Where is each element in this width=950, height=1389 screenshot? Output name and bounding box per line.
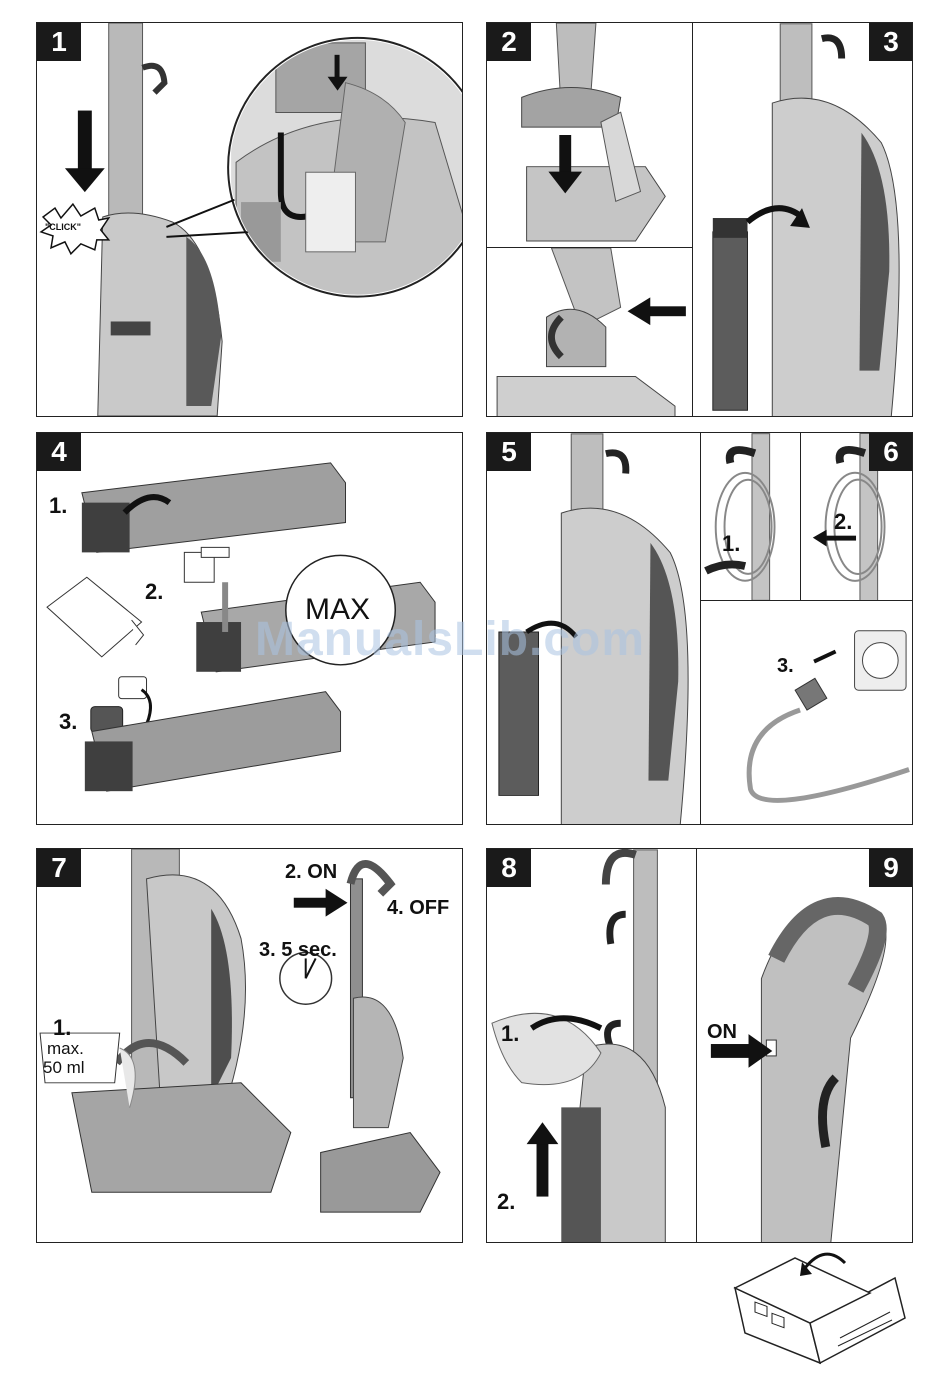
panel-3-illustration (693, 23, 913, 417)
panel-1-illustration (37, 23, 462, 416)
p6-step-3-label: 3. (777, 655, 794, 678)
p8-step-2-label: 2. (497, 1189, 515, 1215)
p7-wait-label: 3. 5 sec. (259, 939, 337, 962)
panel-7: 7 2. ON 4. OFF 3. 5 sec. 1. max. 50 ml (36, 848, 463, 1243)
panel-2-3: 2 3 (486, 22, 913, 417)
panel-6-left-illustration (701, 433, 801, 601)
panel-9-illustration (697, 849, 913, 1243)
step-1-label: 1. (49, 493, 67, 519)
panel-number-9: 9 (869, 849, 913, 887)
panel-3 (692, 22, 913, 417)
panel-number-6: 6 (869, 433, 913, 471)
panel-2-bottom-illustration (487, 248, 692, 417)
panel-6-bottom-illustration (701, 601, 913, 825)
click-label: "CLICK" (45, 222, 81, 232)
open-manual-icon (730, 1248, 915, 1368)
panel-number-7: 7 (37, 849, 81, 887)
panel-number-5: 5 (487, 433, 531, 471)
p7-step-1-label: 1. (53, 1015, 71, 1041)
panel-6-bottom (700, 600, 913, 825)
panel-number-2: 2 (487, 23, 531, 61)
panel-8-9: 8 9 1. 2. ON (486, 848, 913, 1243)
p9-on-label: ON (707, 1021, 737, 1044)
panel-number-3: 3 (869, 23, 913, 61)
panel-9 (696, 848, 913, 1243)
panel-2-bottom (486, 247, 693, 417)
p7-off-label: 4. OFF (387, 897, 449, 920)
p7-max-line2: 50 ml (43, 1058, 85, 1078)
p8-step-1-label: 1. (501, 1021, 519, 1047)
p6-step-2-label: 2. (834, 509, 852, 535)
p7-on-label: 2. ON (285, 861, 337, 884)
p7-max-line1: max. (47, 1039, 84, 1059)
panel-1: 1 "CLICK" (36, 22, 463, 417)
panel-number-8: 8 (487, 849, 531, 887)
step-2-label: 2. (145, 579, 163, 605)
panel-number-1: 1 (37, 23, 81, 61)
watermark: ManualsLib.com (255, 612, 645, 667)
panel-6-left (700, 432, 802, 602)
p6-step-1-label: 1. (722, 531, 740, 557)
panel-number-4: 4 (37, 433, 81, 471)
step-3-label: 3. (59, 709, 77, 735)
